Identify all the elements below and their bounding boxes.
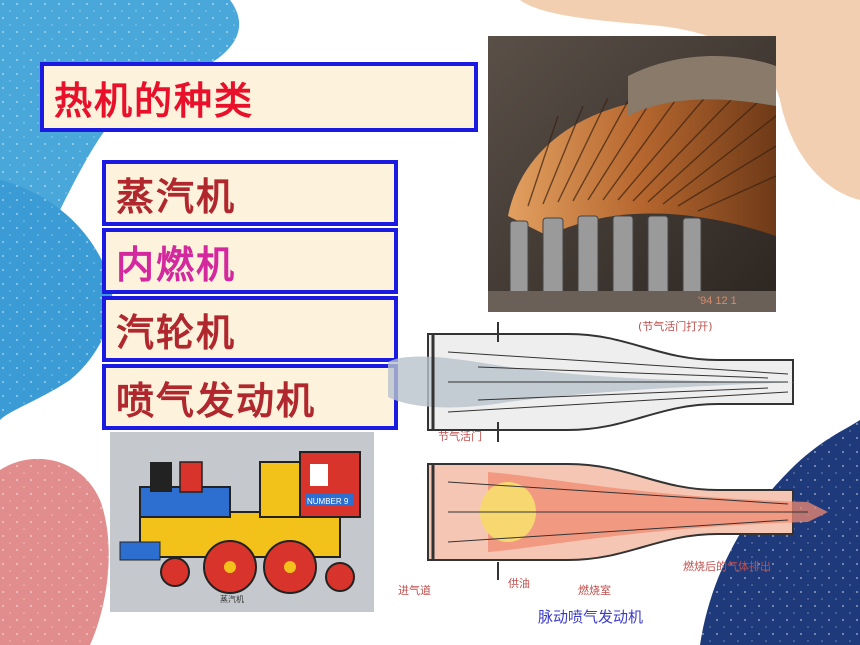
jet-label-top-right: 充气 — [680, 312, 702, 313]
jet-label-combustion: 燃烧室 — [578, 583, 611, 597]
item-label: 蒸汽机 — [116, 174, 237, 219]
steam-train-photo: NUMBER 9 蒸汽机 — [110, 432, 374, 612]
item-steam-turbine: 汽轮机 — [102, 296, 398, 362]
jet-label-top-right-sub: (节气活门打开) — [638, 319, 713, 333]
item-label: 喷气发动机 — [116, 378, 317, 423]
item-label: 内燃机 — [116, 242, 237, 287]
jet-label-bottom-mid: 供油 — [508, 576, 530, 590]
item-label: 汽轮机 — [116, 310, 237, 355]
item-jet-engine: 喷气发动机 — [102, 364, 398, 430]
item-steam-engine: 蒸汽机 — [102, 160, 398, 226]
jet-caption: 脉动喷气发动机 — [538, 608, 643, 626]
jet-engine-diagram: 充气 (节气活门打开) 节气活门 进气道 供油 燃烧室 燃烧后的气体排出 脉动喷… — [388, 312, 840, 630]
turbine-stamp: '94 12 1 — [698, 295, 737, 307]
jet-label-valve: 节气活门 — [438, 429, 482, 443]
jet-label-bottom-left: 进气道 — [398, 583, 431, 597]
title-box: 热机的种类 — [40, 62, 478, 132]
jet-label-bottom-right: 燃烧后的气体排出 — [683, 559, 771, 573]
train-plate: NUMBER 9 — [307, 497, 349, 506]
page-title: 热机的种类 — [54, 78, 255, 123]
item-internal-combustion: 内燃机 — [102, 228, 398, 294]
train-label: 蒸汽机 — [220, 594, 244, 604]
turbine-photo: '94 12 1 — [488, 36, 776, 312]
